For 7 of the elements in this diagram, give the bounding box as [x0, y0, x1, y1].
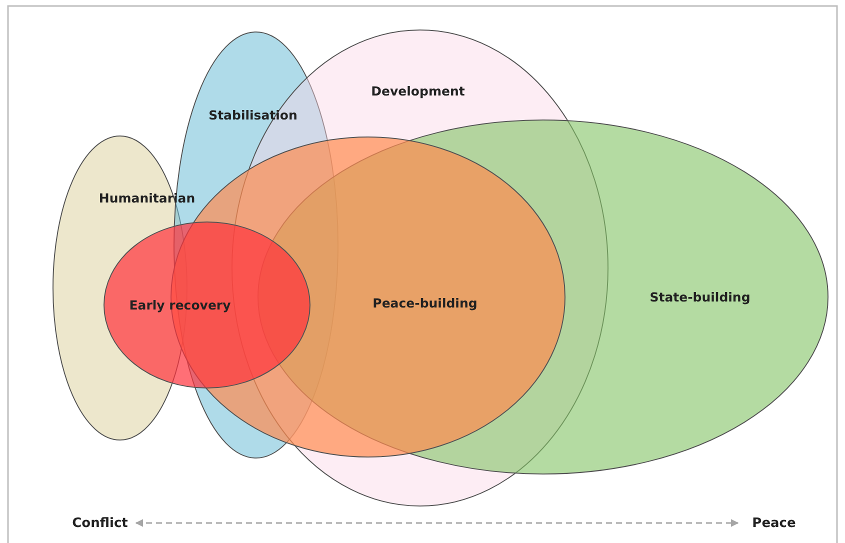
axis-end-label: Conflict: [72, 516, 128, 530]
area-label: Peace-building: [372, 296, 478, 310]
double-arrow: [135, 519, 739, 527]
area-label: Development: [371, 84, 465, 98]
axis-end-label: Peace: [752, 516, 796, 530]
area-label: State-building: [650, 290, 750, 304]
area-label: Early recovery: [129, 298, 231, 312]
